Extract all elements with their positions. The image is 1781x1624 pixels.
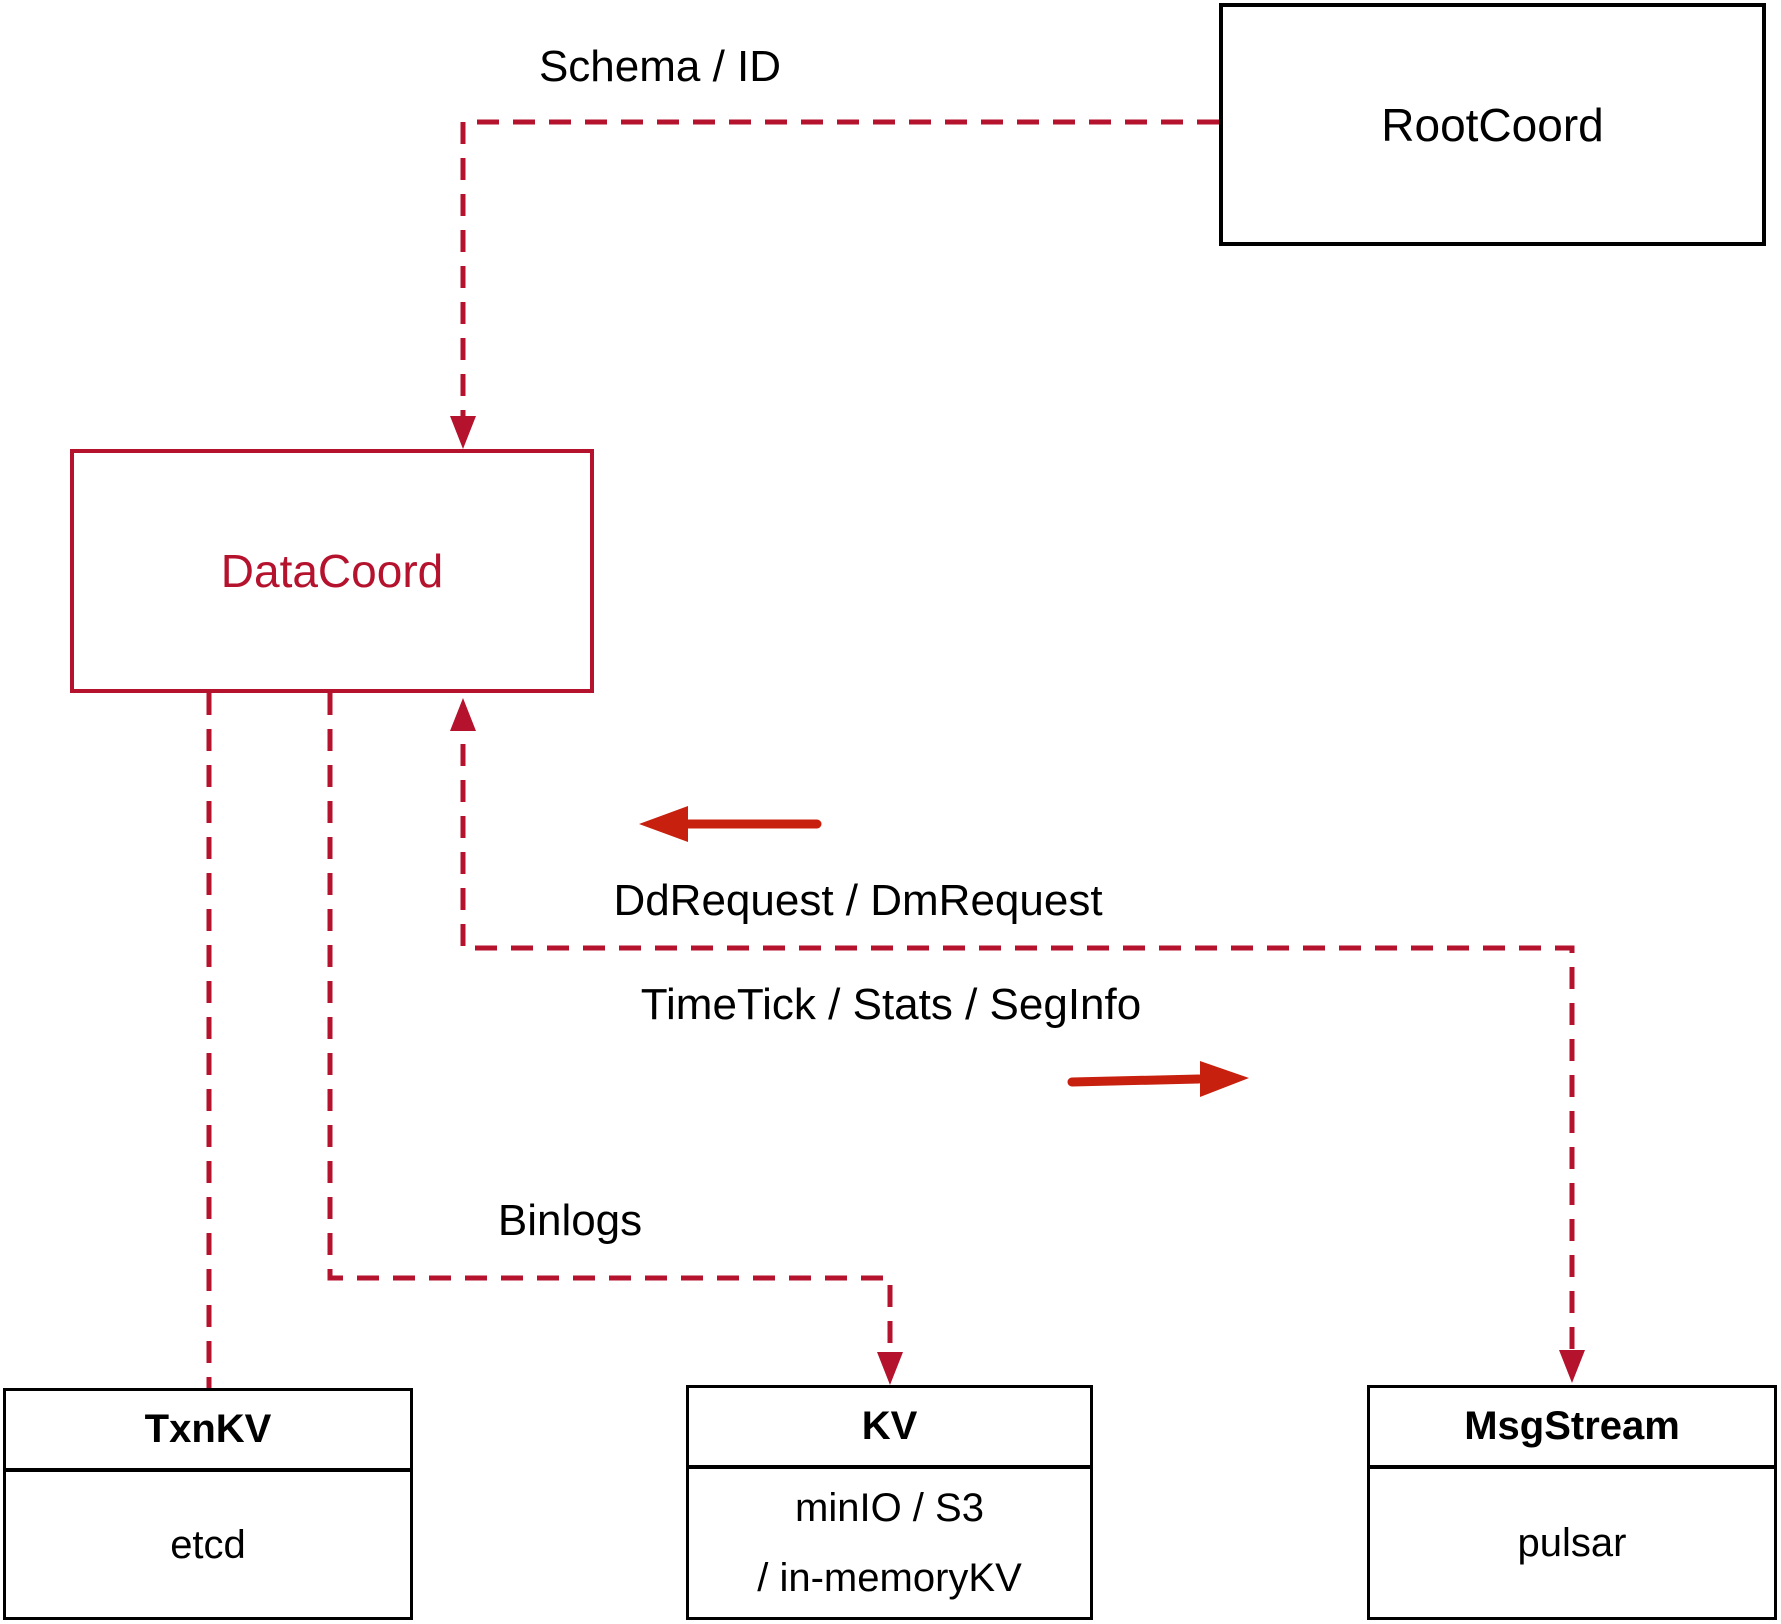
node-msgstream: MsgStream pulsar	[1367, 1385, 1777, 1620]
edge-rootcoord-to-datacoord	[460, 119, 1219, 441]
arrowhead-into-kv-top	[877, 1352, 903, 1385]
node-msgstream-title: MsgStream	[1370, 1388, 1774, 1469]
node-txnkv-body: etcd	[170, 1522, 246, 1567]
edge-label-schema-id: Schema / ID	[538, 42, 782, 91]
node-kv-body-line2: / in-memoryKV	[757, 1556, 1022, 1600]
node-datacoord-label: DataCoord	[220, 545, 444, 597]
arrowhead-into-msgstream-top	[1559, 1350, 1585, 1383]
flow-arrow-right-shaft	[1067, 1074, 1204, 1087]
node-kv-body: minIO / S3 / in-memoryKV	[689, 1469, 1090, 1617]
node-txnkv: TxnKV etcd	[3, 1388, 413, 1620]
arrowhead-into-datacoord-bottom	[450, 698, 476, 731]
edge-label-binlogs: Binlogs	[497, 1196, 643, 1245]
node-rootcoord: RootCoord	[1219, 3, 1766, 246]
arrowhead-into-datacoord-top	[450, 416, 476, 449]
edge-datacoord-to-msgstream	[460, 708, 1575, 1373]
node-msgstream-body: pulsar	[1517, 1521, 1627, 1565]
edge-label-timetick-stats-seginfo: TimeTick / Stats / SegInfo	[640, 980, 1142, 1029]
flow-arrow-left-icon	[639, 806, 688, 842]
node-kv-body-line1: minIO / S3	[795, 1486, 984, 1530]
node-datacoord: DataCoord	[70, 449, 594, 693]
edge-label-ddrequest-dmrequest: DdRequest / DmRequest	[613, 876, 1103, 925]
node-kv: KV minIO / S3 / in-memoryKV	[686, 1385, 1093, 1620]
edge-datacoord-to-kv	[327, 693, 893, 1375]
node-rootcoord-label: RootCoord	[1381, 98, 1604, 151]
node-txnkv-title: TxnKV	[6, 1391, 410, 1472]
flow-arrow-right-icon	[1200, 1061, 1249, 1097]
node-kv-title: KV	[689, 1388, 1090, 1469]
